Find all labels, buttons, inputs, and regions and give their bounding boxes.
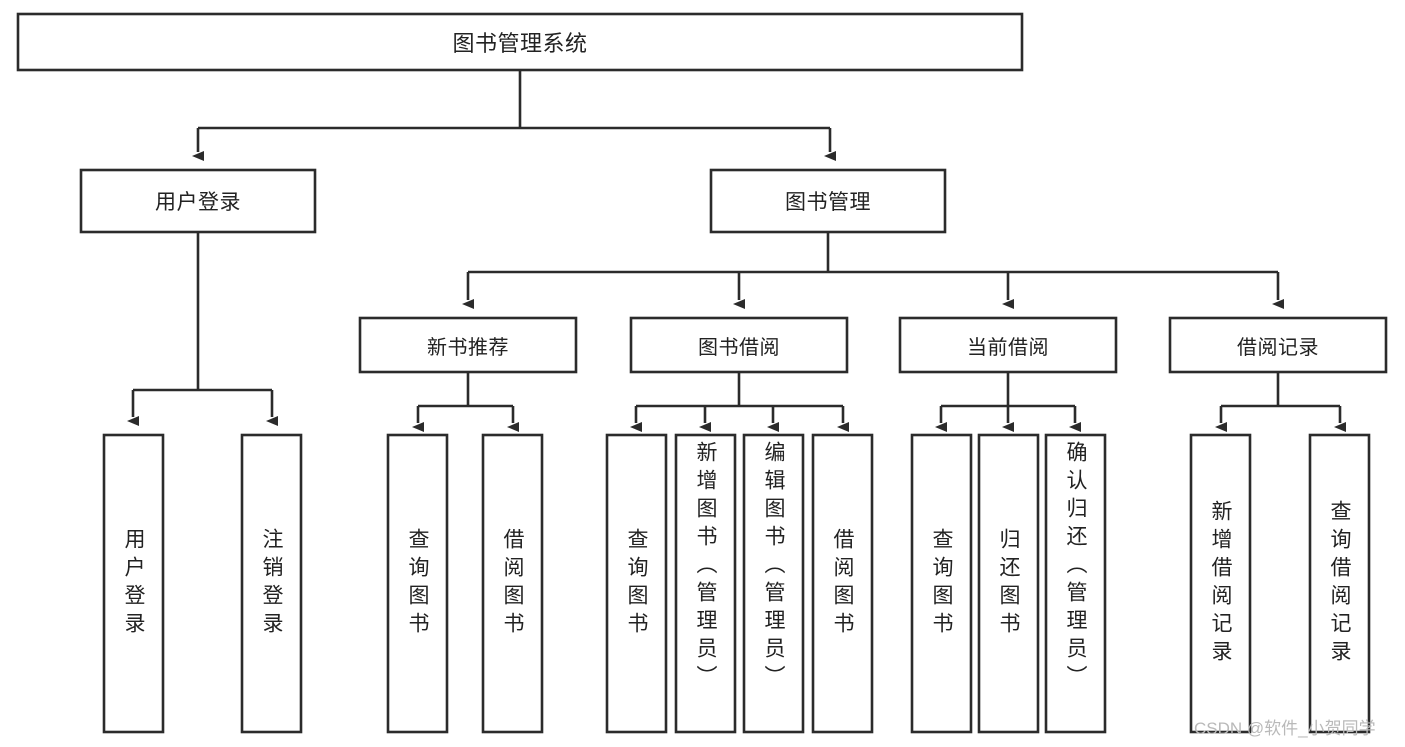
node-box-leaf-query-book-1[interactable] xyxy=(386,433,449,734)
node-box-leaf-add-book[interactable] xyxy=(674,433,737,734)
node-box-leaf-borrow-book-1[interactable] xyxy=(481,433,544,734)
node-box-leaf-borrow-book-2[interactable] xyxy=(811,433,874,734)
node-box-book-manage[interactable] xyxy=(709,168,947,234)
node-box-borrow-record[interactable] xyxy=(1168,316,1388,374)
node-box-leaf-return-book[interactable] xyxy=(977,433,1040,734)
node-box-new-book-rec[interactable] xyxy=(358,316,578,374)
node-box-leaf-user-login[interactable] xyxy=(102,433,165,734)
node-box-leaf-query-record[interactable] xyxy=(1308,433,1371,734)
node-box-book-borrow[interactable] xyxy=(629,316,849,374)
node-box-current-borrow[interactable] xyxy=(898,316,1118,374)
node-box-leaf-confirm-return[interactable] xyxy=(1044,433,1107,734)
node-box-leaf-add-record[interactable] xyxy=(1189,433,1252,734)
node-box-leaf-query-book-2[interactable] xyxy=(605,433,668,734)
node-box-user-login[interactable] xyxy=(79,168,317,234)
node-box-leaf-logout[interactable] xyxy=(240,433,303,734)
node-box-root[interactable] xyxy=(16,12,1024,72)
node-box-leaf-edit-book[interactable] xyxy=(742,433,805,734)
node-box-leaf-query-book-3[interactable] xyxy=(910,433,973,734)
